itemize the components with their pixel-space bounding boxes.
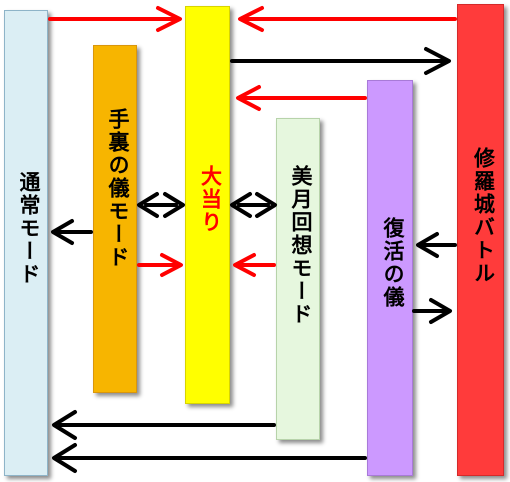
- arrow-fukkatsu-to-shura: [412, 298, 452, 324]
- arrow-teura-to-normal: [51, 219, 93, 245]
- fukkatsu-label: 復活の儀: [381, 217, 405, 309]
- bigetsu-kaiso-mode-label: 美月回想モード: [289, 165, 313, 326]
- arrow-fukkatsu-to-normal: [52, 443, 367, 473]
- normal-mode-label: 通常モード: [17, 171, 41, 286]
- arrow-normal-to-jackpot: [48, 6, 182, 32]
- arrow-bigetsu-to-jackpot: [233, 253, 276, 277]
- teura-mode-label: 手裏の儀モード: [106, 108, 130, 269]
- jackpot-label: 大当り: [198, 165, 223, 234]
- shura-battle-label: 修羅城バトル: [471, 147, 496, 285]
- arrow-jackpot-to-shura: [230, 47, 451, 75]
- arrow-teura-to-jackpot: [137, 253, 183, 277]
- shura-battle-box: 修羅城バトル: [457, 4, 504, 476]
- arrow-shura-to-jackpot: [238, 6, 457, 32]
- arrow-bigetsu-to-normal: [52, 410, 276, 440]
- jackpot-box: 大当り: [185, 6, 230, 404]
- fukkatsu-box: 復活の儀: [367, 80, 413, 476]
- teura-mode-box: 手裏の儀モード: [93, 45, 137, 393]
- normal-mode-box: 通常モード: [4, 10, 48, 476]
- arrow-jackpot-bigetsu-bidirectional: [230, 192, 277, 218]
- bigetsu-kaiso-mode-box: 美月回想モード: [276, 118, 320, 440]
- arrow-teura-jackpot-bidirectional: [137, 192, 185, 218]
- arrow-shura-to-fukkatsu: [416, 232, 457, 258]
- arrow-fukkatsu-to-jackpot: [236, 85, 367, 111]
